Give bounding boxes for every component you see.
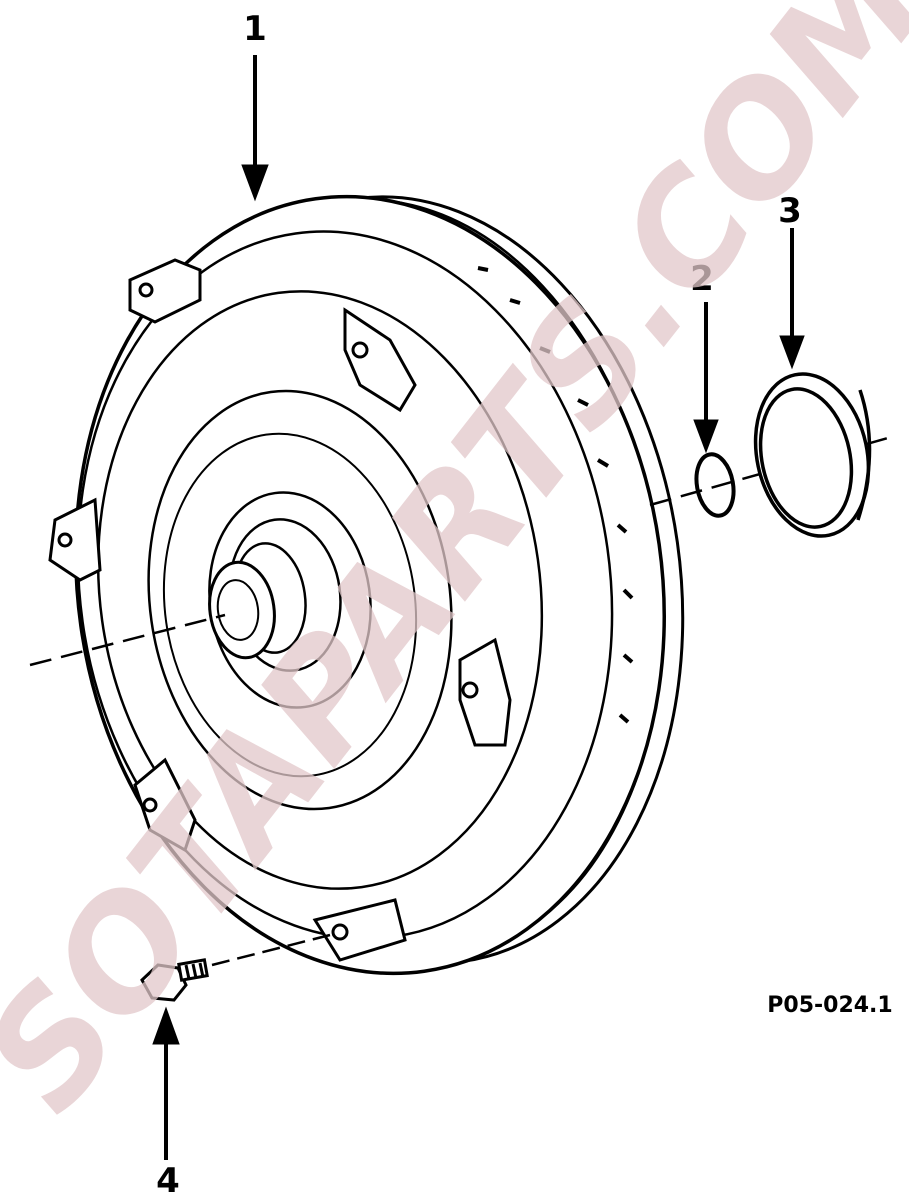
torque-converter: [74, 194, 685, 976]
figure-reference: P05-024.1: [767, 993, 892, 1018]
oil-seal: [753, 372, 872, 538]
callout-3-label: 3: [778, 191, 802, 231]
callout-4-label: 4: [156, 1161, 180, 1200]
bolt: [140, 958, 209, 1002]
mounting-lugs: [48, 258, 512, 962]
callout-1-label: 1: [243, 9, 267, 49]
bolt-axis: [211, 933, 331, 967]
o-ring: [694, 452, 736, 518]
callout-2-label: 2: [690, 259, 714, 299]
callout-arrows: [152, 55, 805, 1160]
shell-slots: [477, 266, 634, 724]
